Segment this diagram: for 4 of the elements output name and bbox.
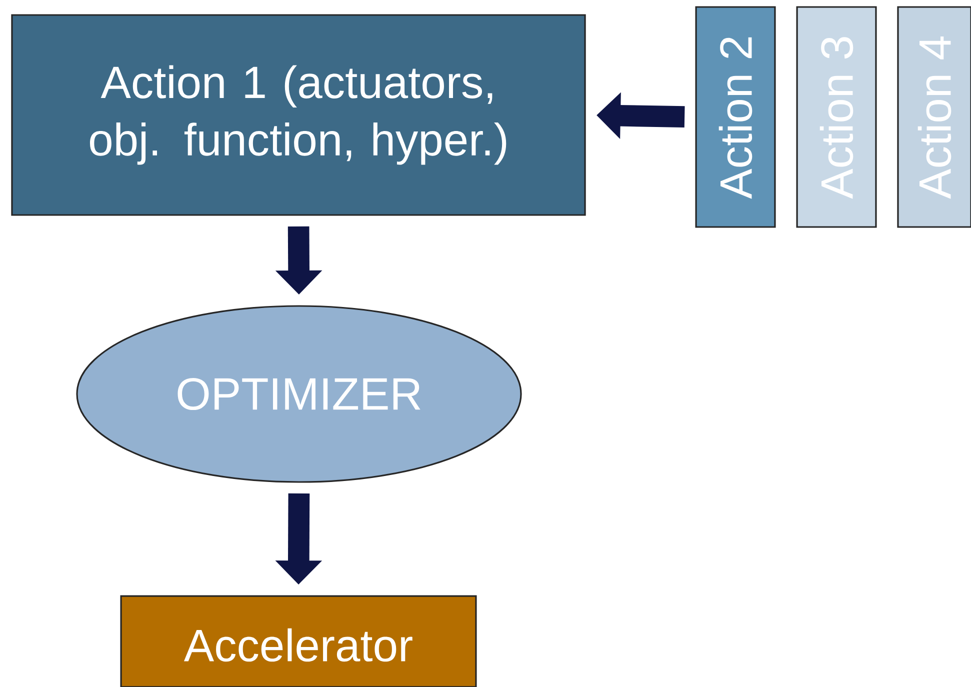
action-tab: Action 2 <box>695 6 776 228</box>
action-tab: Action 4 <box>897 6 971 228</box>
action-box: Action 1 (actuators, obj. function, hyper.) <box>11 14 586 216</box>
accelerator-box: Accelerator <box>120 595 477 687</box>
